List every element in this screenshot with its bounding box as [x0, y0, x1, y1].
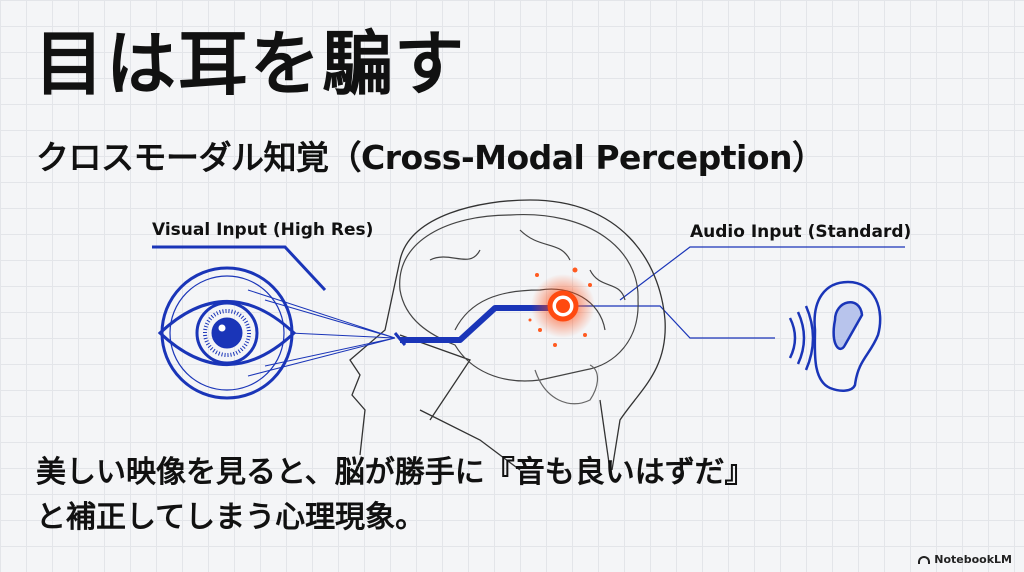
slide-title: 目は耳を騙す	[34, 23, 466, 105]
integration-hotspot-icon	[528, 267, 595, 347]
notebooklm-logo-icon	[918, 555, 931, 564]
slide-subtitle: クロスモーダル知覚（Cross-Modal Perception）	[36, 138, 825, 177]
head-outline-icon	[349, 199, 666, 471]
neural-pathway	[393, 305, 550, 346]
description-line-1: 美しい映像を見ると、脳が勝手に『音も良いはずだ』	[36, 455, 755, 490]
visual-input-label: Visual Input (High Res)	[152, 220, 374, 240]
description-line-2: と補正してしまう心理現象。	[36, 500, 426, 535]
audio-input-label: Audio Input (Standard)	[690, 222, 912, 242]
ear-icon	[788, 280, 882, 392]
audio-leader-line	[575, 246, 905, 339]
brand-label: NotebookLM	[934, 553, 1012, 566]
notebooklm-brand: NotebookLM	[918, 553, 1012, 566]
description-text: 美しい映像を見ると、脳が勝手に『音も良いはずだ』 と補正してしまう心理現象。	[36, 450, 755, 540]
visual-leader-line	[152, 245, 327, 292]
eye-icon	[157, 266, 396, 400]
